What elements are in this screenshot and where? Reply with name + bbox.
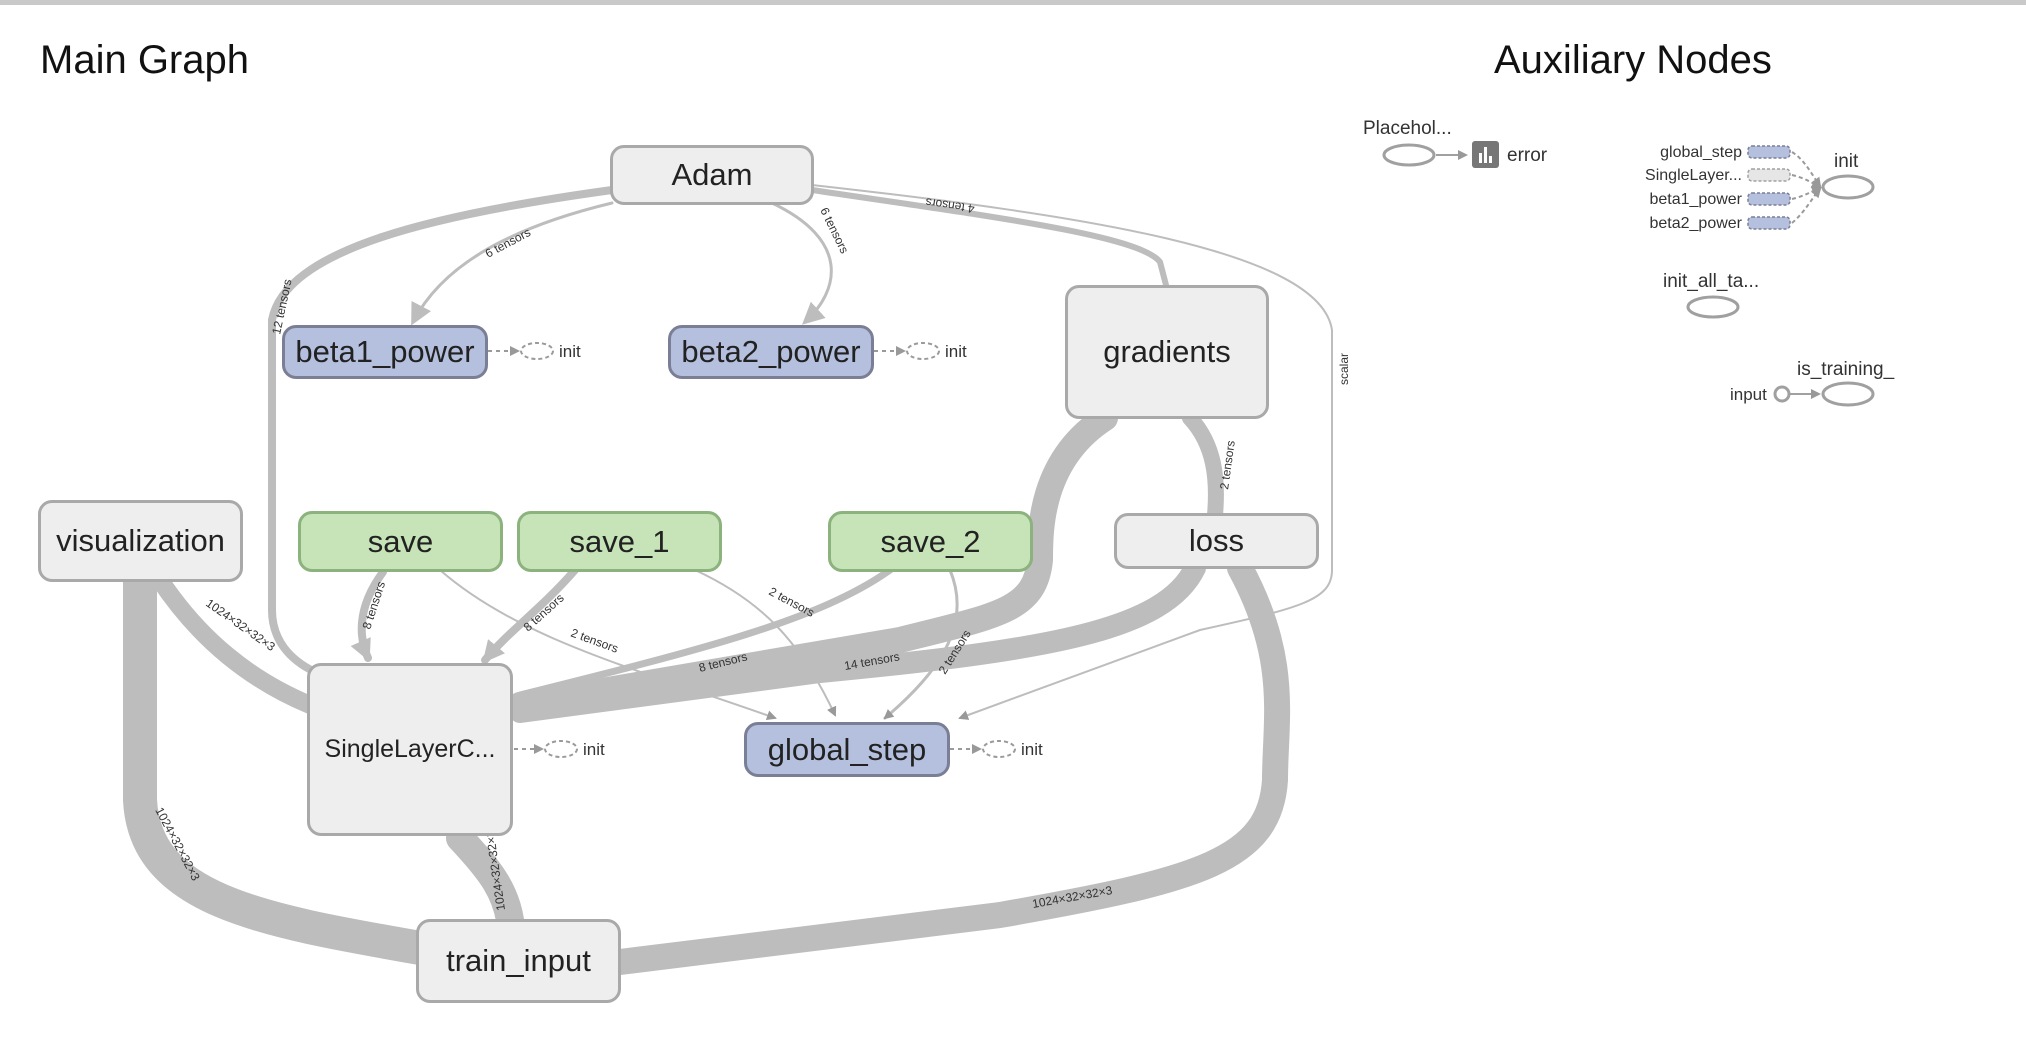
edge-adam-beta2 bbox=[770, 201, 833, 325]
edge-adam-gradients bbox=[809, 187, 1169, 288]
node-adam[interactable]: Adam bbox=[610, 145, 814, 205]
edge-adam-singlelayer bbox=[268, 186, 616, 676]
node-train-input[interactable]: train_input bbox=[416, 919, 621, 1003]
aux-init-chip-3 bbox=[1747, 216, 1791, 230]
edge-gradients-loss bbox=[1182, 410, 1224, 523]
aux-is-training-label: is_training_ bbox=[1797, 359, 1895, 380]
edge-singlelayer-train bbox=[446, 824, 524, 934]
init-label-singlelayer: init bbox=[583, 740, 605, 759]
aux-init-chip-0 bbox=[1747, 145, 1791, 159]
node-global-step[interactable]: global_step bbox=[744, 722, 950, 777]
top-border bbox=[0, 0, 2026, 5]
edge-save2-globalstep bbox=[883, 568, 959, 720]
aux-init-link-2 bbox=[1791, 186, 1822, 200]
edge-gradients-singlelayer bbox=[507, 405, 1118, 718]
main-graph-title: Main Graph bbox=[40, 38, 249, 82]
edge-adam-globalstep bbox=[811, 184, 1333, 720]
edge-label-adam-gradients: 4 tensors bbox=[925, 195, 976, 216]
aux-init-link-1 bbox=[1791, 174, 1822, 188]
edge-save-singlelayer bbox=[350, 568, 387, 662]
edge-visualization-train bbox=[123, 563, 437, 965]
auxiliary-nodes-title: Auxiliary Nodes bbox=[1494, 38, 1772, 82]
node-save-2[interactable]: save_2 bbox=[828, 511, 1033, 572]
aux-init-chip-2 bbox=[1747, 192, 1791, 206]
aux-init-input-0: global_step bbox=[1660, 144, 1742, 161]
init-node-singlelayer bbox=[544, 740, 578, 758]
node-singlelayer[interactable]: SingleLayerC... bbox=[307, 663, 513, 836]
aux-init-label: init bbox=[1834, 151, 1859, 172]
init-node-globalstep bbox=[982, 740, 1016, 758]
node-gradients[interactable]: gradients bbox=[1065, 285, 1269, 419]
edge-adam-beta1 bbox=[411, 201, 614, 326]
aux-init-input-3: beta2_power bbox=[1649, 215, 1742, 232]
aux-init-input-1: SingleLayer... bbox=[1645, 167, 1742, 184]
node-save-1[interactable]: save_1 bbox=[517, 511, 722, 572]
edge-label-save-globalstep: 2 tensors bbox=[569, 626, 620, 656]
aux-init-all-node bbox=[1686, 295, 1740, 319]
aux-placeholder-label: Placehol... bbox=[1363, 118, 1452, 139]
chart-icon bbox=[1479, 147, 1492, 163]
init-label-beta2: init bbox=[945, 342, 967, 361]
node-visualization[interactable]: visualization bbox=[38, 500, 243, 582]
edge-save2-singlelayer bbox=[516, 566, 894, 699]
edge-save1-globalstep bbox=[694, 569, 837, 717]
init-label-globalstep: init bbox=[1021, 740, 1043, 759]
aux-is-training-node bbox=[1821, 381, 1875, 407]
init-node-beta1 bbox=[520, 342, 554, 360]
node-save[interactable]: save bbox=[298, 511, 503, 572]
edge-label-adam-beta1: 6 tensors bbox=[483, 225, 533, 261]
edge-label-adam-globalstep: scalar bbox=[1337, 353, 1351, 385]
aux-init-all-label: init_all_ta... bbox=[1663, 271, 1759, 292]
init-label-beta1: init bbox=[559, 342, 581, 361]
edge-loss-singlelayer bbox=[509, 557, 1206, 723]
node-beta2-power[interactable]: beta2_power bbox=[668, 325, 874, 379]
aux-init-chip-1 bbox=[1747, 168, 1791, 182]
aux-init-link-0 bbox=[1791, 151, 1822, 188]
edge-label-save1-globalstep: 2 tensors bbox=[767, 584, 817, 620]
aux-init-node bbox=[1821, 174, 1875, 200]
aux-input-label: input bbox=[1730, 385, 1767, 404]
aux-init-input-2: beta1_power bbox=[1649, 191, 1742, 208]
node-beta1-power[interactable]: beta1_power bbox=[282, 325, 488, 379]
aux-input-node bbox=[1773, 385, 1791, 403]
edge-label-gradients-loss: 2 tensors bbox=[1217, 440, 1238, 491]
aux-error-label: error bbox=[1507, 145, 1548, 166]
edge-save-globalstep bbox=[439, 569, 777, 721]
aux-placeholder-node bbox=[1382, 143, 1436, 167]
edge-loss-train bbox=[607, 555, 1291, 975]
edge-save1-singlelayer bbox=[481, 566, 579, 664]
aux-init-link-3 bbox=[1791, 187, 1822, 224]
init-node-beta2 bbox=[906, 342, 940, 360]
node-loss[interactable]: loss bbox=[1114, 513, 1319, 569]
edge-visualization-singlelayer bbox=[151, 571, 319, 714]
edge-label-adam-beta2: 6 tensors bbox=[817, 205, 851, 256]
